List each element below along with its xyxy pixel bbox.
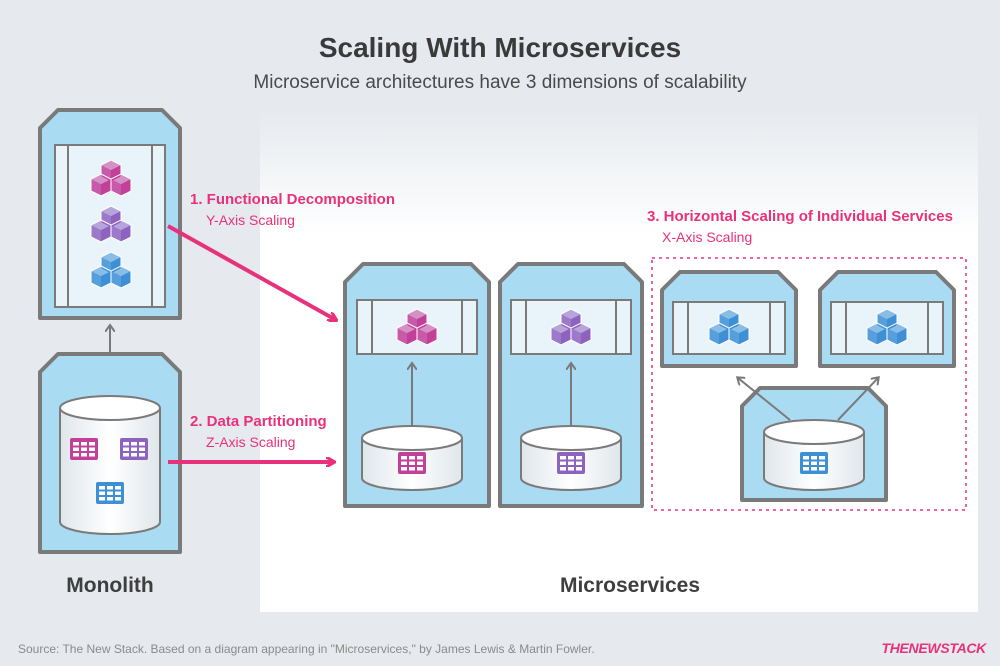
microservice-blue-replica-2 bbox=[818, 270, 956, 368]
table-a-icon bbox=[398, 452, 426, 474]
monolith-label: Monolith bbox=[66, 574, 154, 597]
table-c-icon bbox=[96, 482, 124, 504]
step-1-subtitle: Y-Axis Scaling bbox=[206, 212, 295, 228]
table-b-icon bbox=[120, 438, 148, 460]
step-3-title: 3. Horizontal Scaling of Individual Serv… bbox=[647, 208, 953, 225]
step-2-title: 2. Data Partitioning bbox=[190, 413, 327, 430]
microservices-label: Microservices bbox=[559, 574, 701, 597]
table-c-icon bbox=[800, 452, 828, 474]
page-title: Scaling With Microservices bbox=[318, 32, 682, 63]
page-subtitle: Microservice architectures have 3 dimens… bbox=[253, 72, 747, 93]
monolith-db-server bbox=[38, 352, 182, 554]
microservice-blue-replica-1 bbox=[660, 270, 798, 368]
table-a-icon bbox=[70, 438, 98, 460]
microservice-magenta bbox=[343, 262, 491, 508]
source-note: Source: The New Stack. Based on a diagra… bbox=[18, 642, 595, 656]
horizontal-scaling-group bbox=[651, 257, 967, 511]
step-1-title: 1. Functional Decomposition bbox=[190, 191, 396, 208]
functional-decomposition-arrow bbox=[167, 224, 336, 320]
monolith-app-server bbox=[38, 108, 182, 320]
step-2-subtitle: Z-Axis Scaling bbox=[206, 434, 296, 450]
blue-database-server bbox=[738, 378, 888, 502]
step-3-subtitle: X-Axis Scaling bbox=[662, 229, 753, 245]
microservice-purple bbox=[498, 262, 644, 508]
brand-logo: THENEWSTACK bbox=[881, 640, 986, 656]
table-b-icon bbox=[557, 452, 585, 474]
